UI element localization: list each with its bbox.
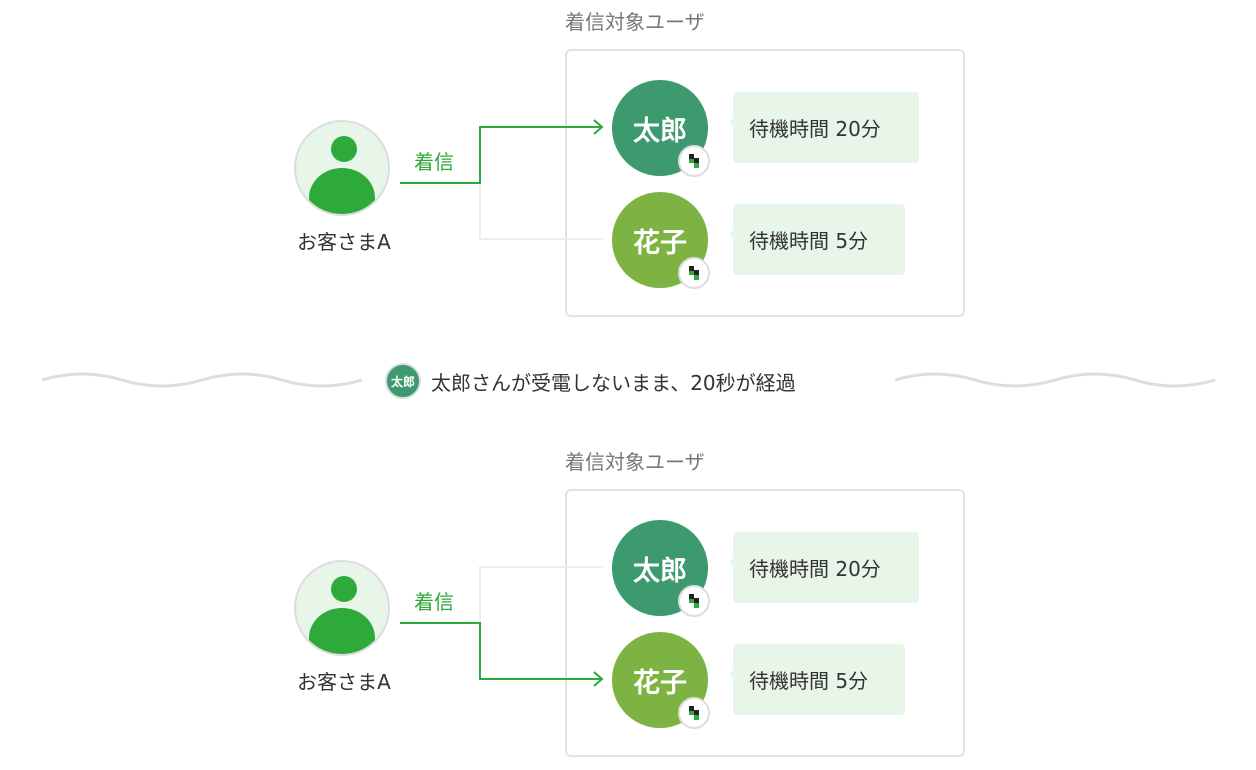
call-label: 着信 — [414, 590, 454, 614]
customer-label: お客さまA — [297, 670, 391, 694]
taro-mini-avatar: 太郎 — [385, 363, 421, 399]
app-logo-icon — [678, 585, 710, 617]
app-logo-icon — [678, 697, 710, 729]
customer-avatar — [294, 120, 390, 216]
call-label: 着信 — [414, 150, 454, 174]
diagram-after: 着信対象ユーザ お客さまA 着信 太郎 花子 待機時間 20分 待機時間 5分 — [0, 440, 1256, 770]
user-avatar-taro: 太郎 — [612, 520, 710, 617]
app-logo-icon — [678, 145, 710, 177]
section-title: 着信対象ユーザ — [565, 10, 705, 34]
wait-time-hanako: 待機時間 5分 — [729, 644, 905, 715]
section-title: 着信対象ユーザ — [565, 450, 705, 474]
user-avatar-taro: 太郎 — [612, 80, 710, 177]
diagram-before: 着信対象ユーザ お客さまA 着信 太郎 花子 待機時間 20分 待機時間 5分 — [0, 0, 1256, 330]
connector-lines — [400, 119, 604, 240]
connector-lines — [400, 566, 604, 687]
target-users-box — [565, 489, 965, 757]
wait-time-taro: 待機時間 20分 — [729, 532, 919, 603]
wait-time-taro: 待機時間 20分 — [729, 92, 919, 163]
elapsed-text: 太郎さんが受電しないまま、20秒が経過 — [431, 370, 796, 395]
wavy-divider — [41, 372, 1216, 388]
elapsed-message: 太郎 太郎さんが受電しないまま、20秒が経過 — [385, 363, 796, 399]
user-avatar-hanako: 花子 — [612, 632, 710, 729]
app-logo-icon — [678, 257, 710, 289]
customer-avatar — [294, 560, 390, 656]
user-avatar-hanako: 花子 — [612, 192, 710, 289]
target-users-box — [565, 49, 965, 317]
wait-time-hanako: 待機時間 5分 — [729, 204, 905, 275]
customer-label: お客さまA — [297, 230, 391, 254]
